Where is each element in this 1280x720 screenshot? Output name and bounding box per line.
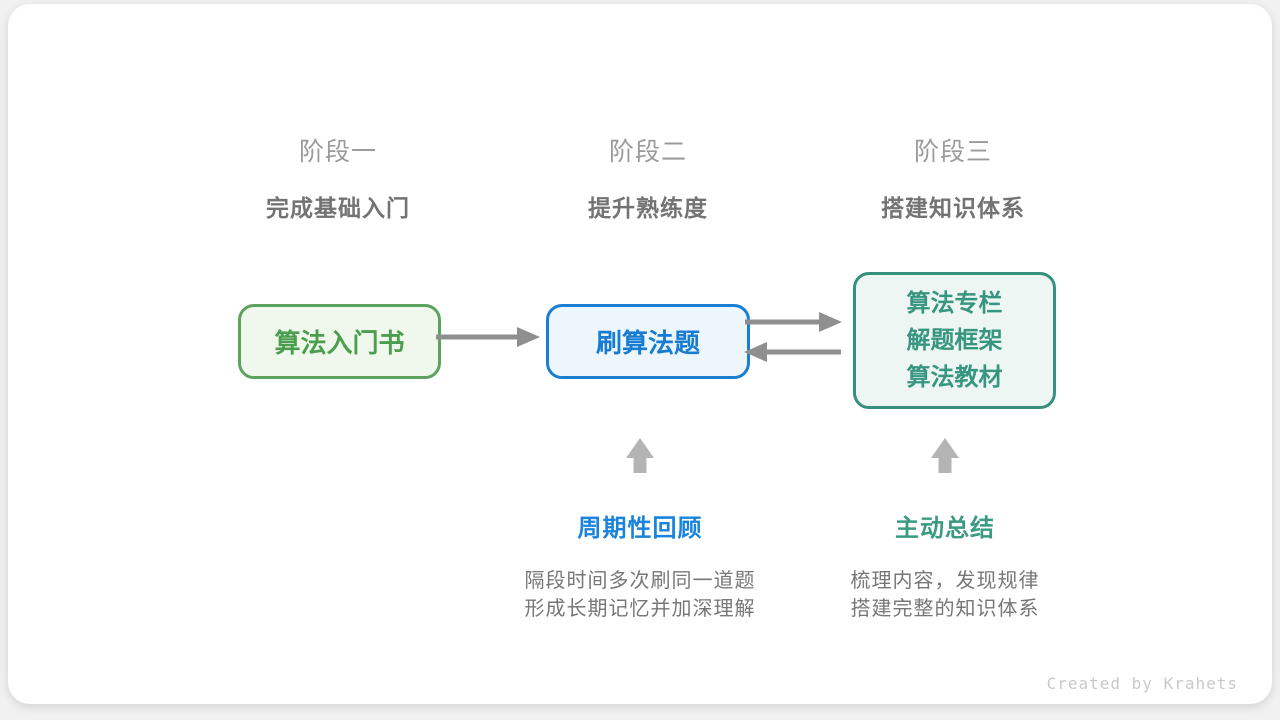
credit-text: Created by Krahets: [1046, 674, 1238, 693]
node-intro-book: 算法入门书: [238, 304, 441, 379]
annotation-title: 主动总结: [895, 515, 995, 542]
stage-header-1: 阶段一 完成基础入门: [178, 132, 498, 223]
annotation-description: 梳理内容，发现规律 搭建完整的知识体系: [755, 567, 1135, 623]
annotation-description: 隔段时间多次刷同一道题 形成长期记忆并加深理解: [450, 567, 830, 623]
node-label: 算法教材: [906, 364, 1003, 391]
node-label: 解题框架: [906, 327, 1003, 354]
annotation-line: 隔段时间多次刷同一道题: [524, 570, 756, 592]
stage-subtitle: 搭建知识体系: [881, 195, 1025, 221]
stage-label: 阶段二: [608, 138, 687, 166]
stage-subtitle: 提升熟练度: [588, 195, 708, 221]
annotation-title: 周期性回顾: [577, 515, 703, 542]
stage-header-3: 阶段三 搭建知识体系: [793, 132, 1113, 223]
annotation-active-summary: 主动总结 梳理内容，发现规律 搭建完整的知识体系: [755, 508, 1135, 623]
node-label: 算法专栏: [906, 290, 1003, 317]
node-label: 算法入门书: [274, 328, 405, 358]
stage-header-2: 阶段二 提升熟练度: [488, 132, 808, 223]
node-knowledge-resources: 算法专栏 解题框架 算法教材: [853, 272, 1056, 409]
node-label: 刷算法题: [595, 328, 700, 358]
node-practice-problems: 刷算法题: [546, 304, 750, 379]
stage-subtitle: 完成基础入门: [266, 195, 410, 221]
annotation-line: 搭建完整的知识体系: [850, 598, 1040, 620]
annotation-line: 梳理内容，发现规律: [850, 570, 1040, 592]
stage-label: 阶段三: [913, 138, 992, 166]
diagram-card: 阶段一 完成基础入门 阶段二 提升熟练度 阶段三 搭建知识体系 算法入门书 刷算…: [8, 4, 1272, 704]
annotation-periodic-review: 周期性回顾 隔段时间多次刷同一道题 形成长期记忆并加深理解: [450, 508, 830, 623]
annotation-line: 形成长期记忆并加深理解: [524, 598, 756, 620]
stage-label: 阶段一: [298, 138, 377, 166]
